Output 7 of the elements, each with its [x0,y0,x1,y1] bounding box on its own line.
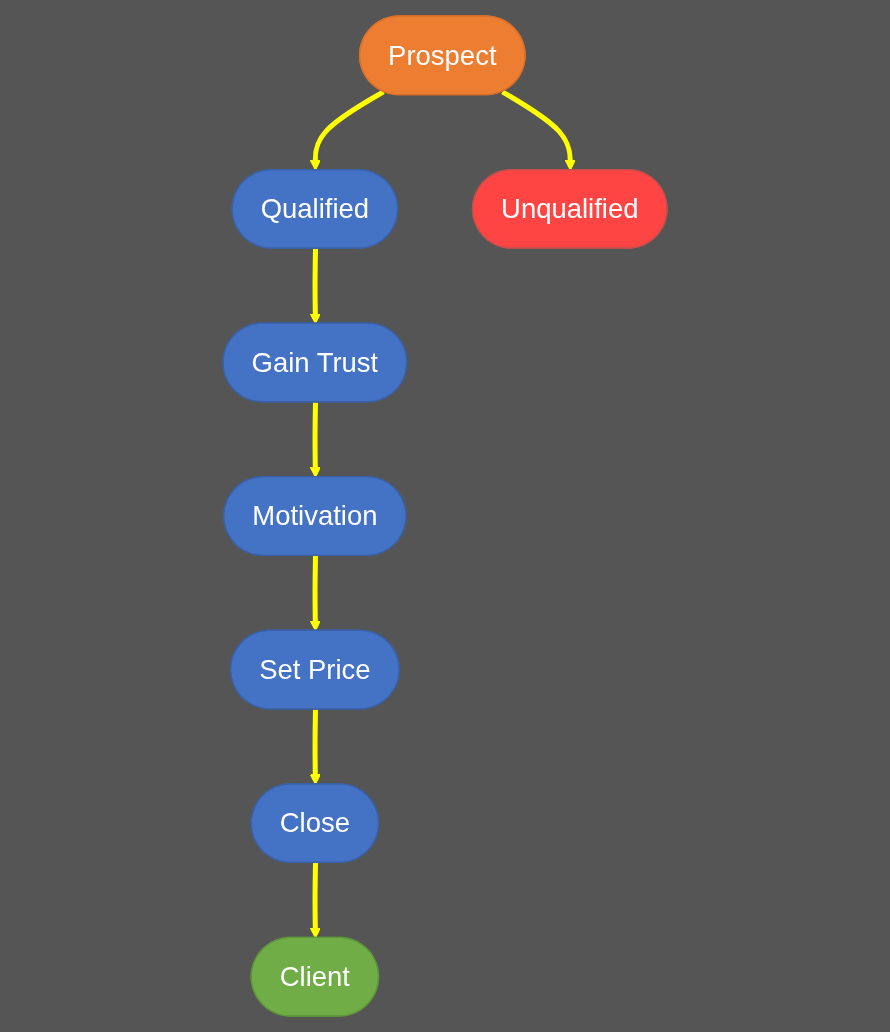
arrow [309,555,321,632]
arrow [501,89,576,171]
arrow [309,402,321,478]
arrow [309,248,321,325]
arrow [309,709,321,785]
arrow [309,89,385,171]
arrow [309,863,321,939]
